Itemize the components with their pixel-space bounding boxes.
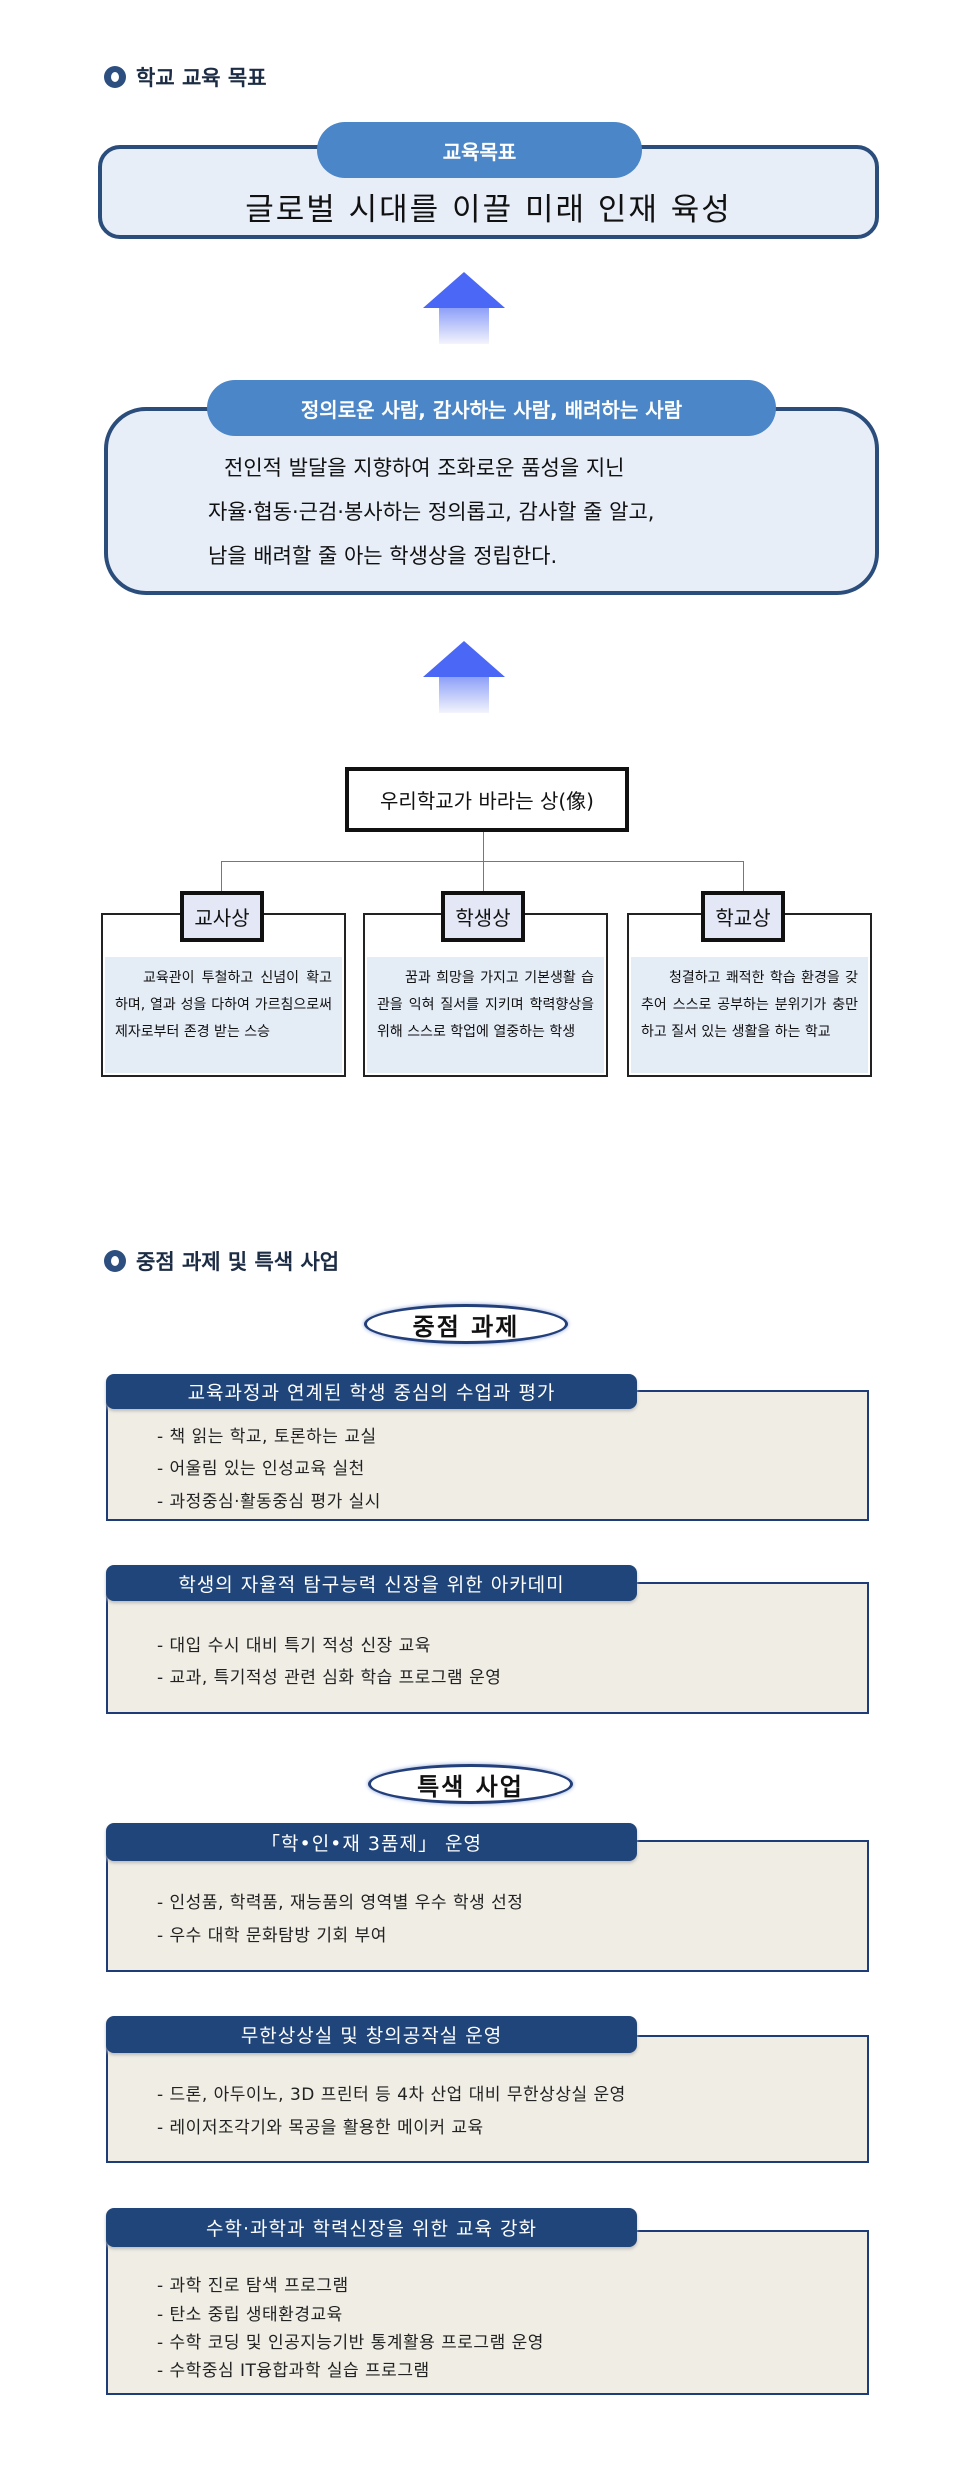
up-arrow-icon [423, 641, 505, 713]
task-item: - 인성품, 학력품, 재능품의 영역별 우수 학생 선정 [157, 1893, 524, 1913]
task-item: - 수학중심 IT융합과학 실습 프로그램 [157, 2361, 430, 2381]
task-box [106, 2035, 869, 2163]
task-box [106, 1582, 869, 1714]
task-item: - 우수 대학 문화탐방 기회 부여 [157, 1926, 387, 1946]
vision-title: 우리학교가 바라는 상(像) [345, 767, 629, 832]
connector-line [221, 861, 743, 862]
task-item: - 과학 진로 탐색 프로그램 [157, 2276, 349, 2296]
section-title: 중점 과제 및 특색 사업 [136, 1250, 340, 1274]
task-item: - 탄소 중립 생태환경교육 [157, 2305, 343, 2325]
task-box [106, 2230, 869, 2395]
task-item: - 과정중심·활동중심 평가 실시 [157, 1492, 381, 1512]
task-box-title: 학생의 자율적 탐구능력 신장을 위한 아카데미 [106, 1565, 637, 1601]
ideal-line: 전인적 발달을 지향하여 조화로운 품성을 지닌 [224, 456, 625, 480]
task-item: - 대입 수시 대비 특기 적성 신장 교육 [157, 1636, 431, 1656]
ideal-box [104, 407, 879, 595]
feature-projects-label: 특색 사업 [368, 1764, 573, 1804]
ideal-line: 자율·협동·근검·봉사하는 정의롭고, 감사할 줄 알고, [208, 500, 655, 524]
goal-label: 교육목표 [317, 122, 642, 178]
circle-bullet-icon [104, 66, 126, 88]
card-text: 교육관이 투철하고 신념이 확고하며, 열과 성을 다하여 가르침으로써 제자로… [105, 957, 342, 1073]
task-box-title: 수학·과학과 학력신장을 위한 교육 강화 [106, 2208, 637, 2247]
card-text: 청결하고 쾌적한 학습 환경을 갖추어 스스로 공부하는 분위기가 충만하고 질… [631, 957, 868, 1073]
task-item: - 어울림 있는 인성교육 실천 [157, 1459, 365, 1479]
circle-bullet-icon [104, 1250, 126, 1272]
card-text: 꿈과 희망을 가지고 기본생활 습관을 익혀 질서를 지키며 학력향상을 위해 … [367, 957, 604, 1073]
ideal-line: 남을 배려할 줄 아는 학생상을 정립한다. [208, 544, 558, 568]
connector-line [743, 861, 744, 891]
card-tab: 교사상 [180, 891, 264, 942]
task-item: - 교과, 특기적성 관련 심화 학습 프로그램 운영 [157, 1668, 502, 1688]
task-item: - 수학 코딩 및 인공지능기반 통계활용 프로그램 운영 [157, 2333, 544, 2353]
ideal-label: 정의로운 사람, 감사하는 사람, 배려하는 사람 [207, 380, 776, 436]
card-tab: 학생상 [441, 891, 525, 942]
task-box-title: 「학•인•재 3품제」 운영 [106, 1823, 637, 1861]
task-item: - 레이저조각기와 목공을 활용한 메이커 교육 [157, 2118, 484, 2138]
section-heading-tasks: 중점 과제 및 특색 사업 [104, 1246, 339, 1276]
section-title: 학교 교육 목표 [136, 66, 267, 90]
task-box-title: 교육과정과 연계된 학생 중심의 수업과 평가 [106, 1374, 637, 1409]
card-tab: 학교상 [701, 891, 785, 942]
task-box-title: 무한상상실 및 창의공작실 운영 [106, 2016, 637, 2053]
section-heading-goals: 학교 교육 목표 [104, 62, 267, 92]
up-arrow-icon [423, 272, 505, 344]
task-box [106, 1840, 869, 1972]
task-item: - 드론, 아두이노, 3D 프린터 등 4차 산업 대비 무한상상실 운영 [157, 2085, 626, 2105]
task-box [106, 1390, 869, 1521]
task-item: - 책 읽는 학교, 토론하는 교실 [157, 1427, 377, 1447]
goal-text: 글로벌 시대를 이끌 미래 인재 육성 [245, 192, 732, 228]
connector-line [221, 861, 222, 891]
core-tasks-label: 중점 과제 [364, 1304, 568, 1344]
